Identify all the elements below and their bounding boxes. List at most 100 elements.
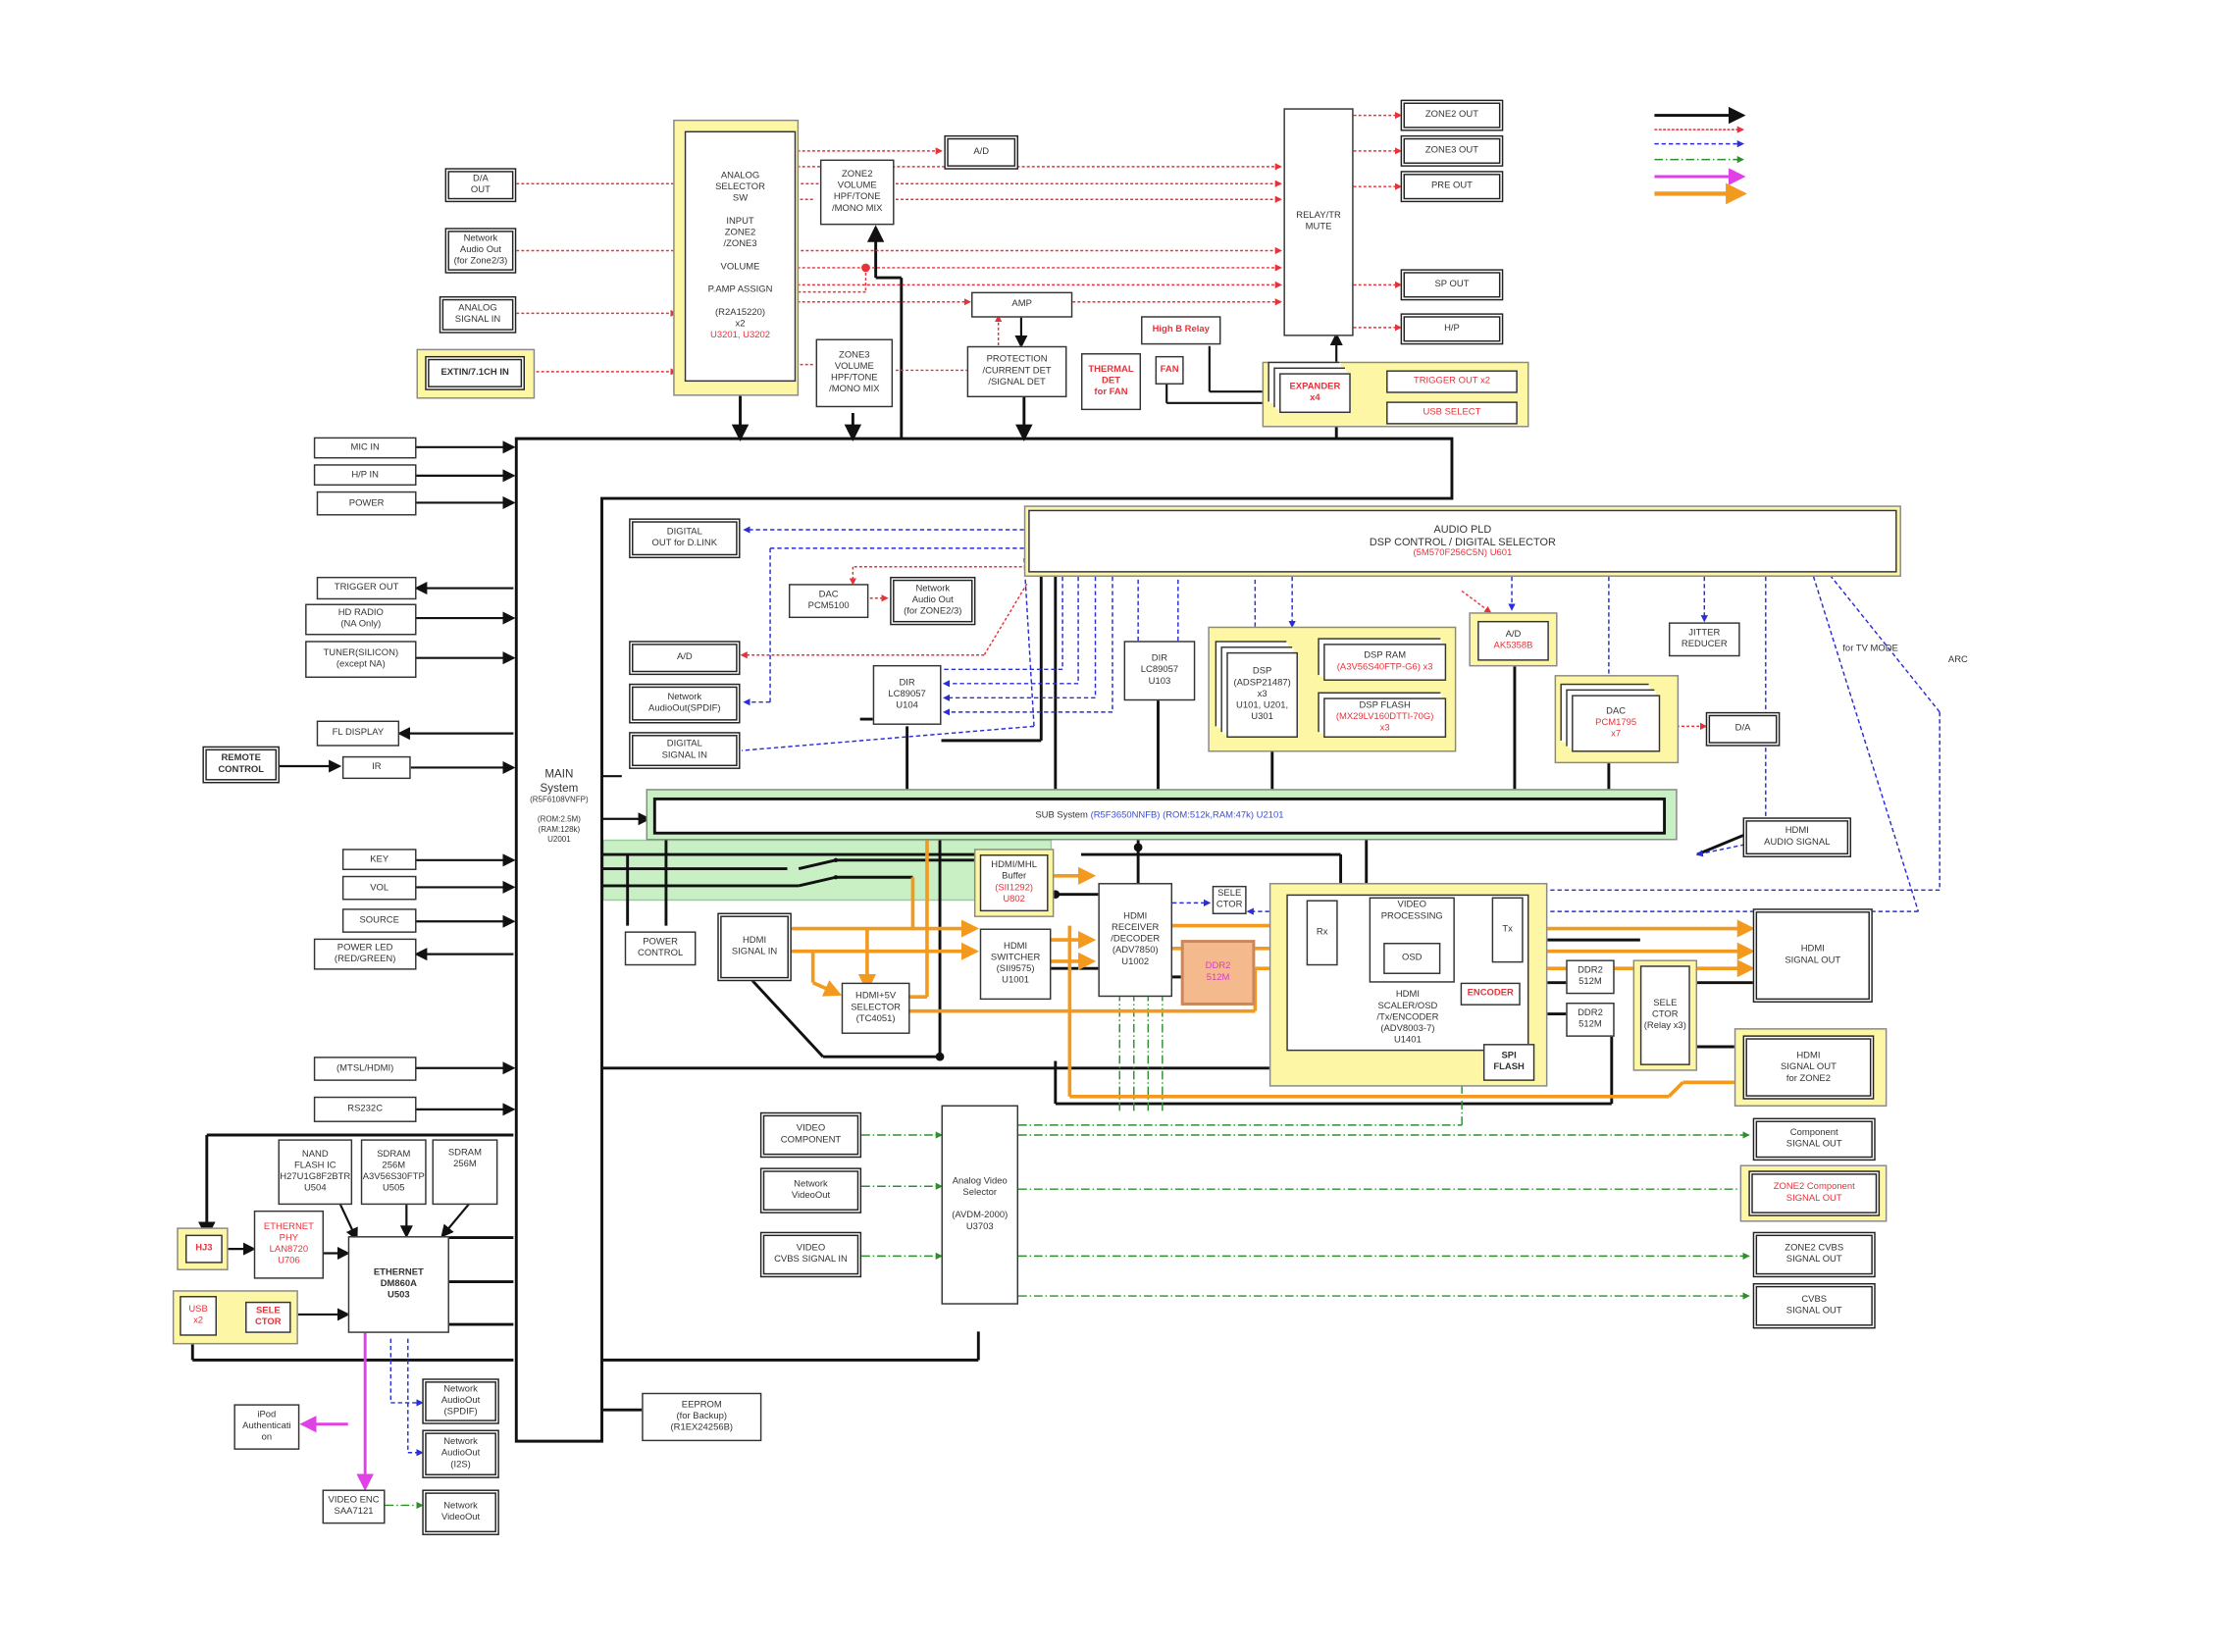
nand-flash: NAND FLASH IC H27U1G8F2BTR U504 [278,1139,353,1206]
extin-7-1ch: EXTIN/7.1CH IN [425,355,525,390]
hdmi-signal-out: HDMI SIGNAL OUT [1752,908,1873,1003]
dsp-flash-title: DSP FLASH [1359,700,1411,711]
usb-selector: SELE CTOR [245,1301,291,1333]
hdmi-signal-out-zone2: HDMI SIGNAL OUT for ZONE2 [1742,1035,1875,1100]
rs232c: RS232C [313,1096,417,1122]
thermal-det: THERMAL DET for FAN [1080,353,1142,411]
analog-selector-sw: ANALOG SELECTOR SW INPUT ZONE2 /ZONE3 VO… [684,130,797,383]
dac-pcm1795-title: DAC [1606,706,1627,717]
ethernet-dm860a: ETHERNET DM860A U503 [347,1236,449,1333]
eeprom: EEPROM (for Backup) (R1EX24256B) [642,1392,762,1442]
high-b-relay: High B Relay [1141,316,1221,345]
dac-pcm1795: DAC PCM1795 x7 [1572,695,1661,752]
network-video-out: Network VideoOut [759,1167,862,1213]
usb-x2: USB x2 [180,1296,217,1336]
key-input: KEY [341,849,417,870]
ddr2-a: DDR2 512M [1566,959,1615,995]
selector-relay: SELE CTOR (Relay x3) [1639,965,1690,1065]
zone2-component-out: ZONE2 Component SIGNAL OUT [1748,1170,1881,1216]
video-component: VIDEO COMPONENT [759,1111,862,1159]
ethernet-phy-title: ETHERNET PHY [263,1221,314,1244]
rx-block: Rx [1306,900,1338,966]
dsp-ram: DSP RAM (A3V56S40FTP-G6) x3 [1323,644,1447,681]
sdram-b: SDRAM 256M [432,1139,498,1206]
sub-system: SUB System (R5F3650NNFB) (ROM:512k,RAM:4… [652,797,1667,835]
component-signal-out: Component SIGNAL OUT [1752,1117,1876,1162]
ipod-authentication: iPod Authenticati on [233,1404,300,1450]
dsp-adsp21487: DSP (ADSP21487) x3 U101, U201, U301 [1226,651,1298,738]
dir-u103: DIR LC89057 U103 [1123,641,1196,701]
main-system-title: MAIN System [540,766,579,795]
zone2-out: ZONE2 OUT [1400,99,1504,131]
network-audio-out-zone23: Network Audio Out (for Zone2/3) [444,228,517,274]
video-enc: VIDEO ENC SAA7121 [322,1489,386,1524]
mic-in: MIC IN [313,437,417,459]
analog-signal-in: ANALOG SIGNAL IN [439,295,517,334]
fan: FAN [1155,355,1184,385]
hdmi-audio-signal: HDMI AUDIO SIGNAL [1742,817,1852,857]
dir-u104: DIR LC89057 U104 [872,664,942,725]
hdmi-receiver: HDMI RECEIVER /DECODER (ADV7850) U1002 [1098,883,1173,998]
hdmi-signal-in: HDMI SIGNAL IN [717,912,792,982]
usb-select: USB SELECT [1386,401,1518,425]
analog-video-selector: Analog Video Selector (AVDM-2000) U3703 [941,1105,1019,1305]
mtsl-hdmi: (MTSL/HDMI) [313,1057,417,1081]
digital-out-dlink: DIGITAL OUT for D.LINK [629,518,741,559]
legend [1654,106,1747,205]
jitter-reducer: JITTER REDUCER [1668,622,1740,657]
network-audio-out-i2s: Network AudioOut (I2S) [422,1429,499,1478]
audio-pld-title: AUDIO PLD DSP CONTROL / DIGITAL SELECTOR [1369,522,1556,548]
hj3: HJ3 [184,1234,223,1264]
dsp-flash: DSP FLASH (MX29LV160DTTI-70G) x3 [1323,697,1447,738]
hdmi-mhl-sub: Buffer [1002,871,1027,882]
ethernet-phy-ref: LAN8720 U706 [269,1244,309,1266]
power-led: POWER LED (RED/GREEN) [313,938,417,970]
hdmi-switcher: HDMI SWITCHER (SII9575) U1001 [979,928,1052,1001]
main-system-detail: (R5F6108VNFP) (ROM:2.5M) (RAM:128k) U200… [530,795,589,845]
protection: PROTECTION /CURRENT DET /SIGNAL DET [966,345,1067,398]
osd-block: OSD [1383,943,1441,974]
relay-tr-mute: RELAY/TR MUTE [1283,108,1354,336]
tx-block: Tx [1491,897,1524,963]
ethernet-phy: ETHERNET PHY LAN8720 U706 [253,1210,325,1279]
power-control: POWER CONTROL [624,931,697,966]
hp-out: H/P [1400,313,1504,345]
network-audio-out-zone23b: Network Audio Out (for ZONE2/3) [890,576,976,626]
network-video-out2: Network VideoOut [422,1489,499,1535]
fl-display: FL DISPLAY [316,720,400,747]
sp-out: SP OUT [1400,269,1504,301]
hdmi-out-zone2-text: HDMI SIGNAL OUT for ZONE2 [1780,1050,1837,1084]
video-processing-title: VIDEO PROCESSING [1380,900,1443,922]
zone3-out: ZONE3 OUT [1400,134,1504,167]
dsp-ram-title: DSP RAM [1364,650,1407,661]
a-d-left: A/D [629,641,741,676]
hdmi-mhl-ref: (SII1292) U802 [995,883,1034,904]
amp: AMP [971,291,1073,318]
ddr2-512m-receiver: DDR2 512M [1180,940,1256,1006]
ddr2-b: DDR2 512M [1566,1002,1615,1037]
sub-system-label: SUB System [1035,810,1088,821]
d-a-out: D/A OUT [444,168,517,203]
audio-pld-ref: (5M570F256C5N) U601 [1413,547,1513,559]
sdram-a: SDRAM 256M A3V56S30FTP U505 [360,1139,427,1206]
tuner: TUNER(SILICON) (except NA) [305,641,417,679]
cvbs-signal-out: CVBS SIGNAL OUT [1752,1282,1876,1329]
sub-system-ref: (R5F3650NNFB) (ROM:512k,RAM:47k) U2101 [1090,810,1284,821]
trigger-out: TRIGGER OUT [316,576,417,600]
digital-signal-in: DIGITAL SIGNAL IN [629,732,741,769]
arc-label: ARC [1947,654,1968,665]
hdmi-5v-selector: HDMI+5V SELECTOR (TC4051) [841,982,910,1034]
a-d-ak5358-ref: AK5358B [1493,641,1533,651]
network-audio-out-spdif2: Network AudioOut (SPDIF) [422,1378,499,1424]
audio-pld: AUDIO PLD DSP CONTROL / DIGITAL SELECTOR… [1028,509,1897,573]
zone2-cvbs-out: ZONE2 CVBS SIGNAL OUT [1752,1231,1876,1278]
dac-pcm5100: DAC PCM5100 [788,584,869,619]
analog-selector-ref: U3201, U3202 [710,330,770,340]
a-d-ak5358-title: A/D [1505,629,1522,640]
a-d-top: A/D [944,134,1019,170]
hdmi-scaler-text: HDMI SCALER/OSD /Tx/ENCODER (ADV8003-7) … [1376,989,1439,1046]
remote-control: REMOTE CONTROL [202,746,280,784]
hdmi-mhl-buffer: HDMI/MHL Buffer (SII1292) U802 [979,854,1049,912]
hdmi-mhl-title: HDMI/MHL [991,859,1038,870]
ir-receiver: IR [341,755,411,780]
